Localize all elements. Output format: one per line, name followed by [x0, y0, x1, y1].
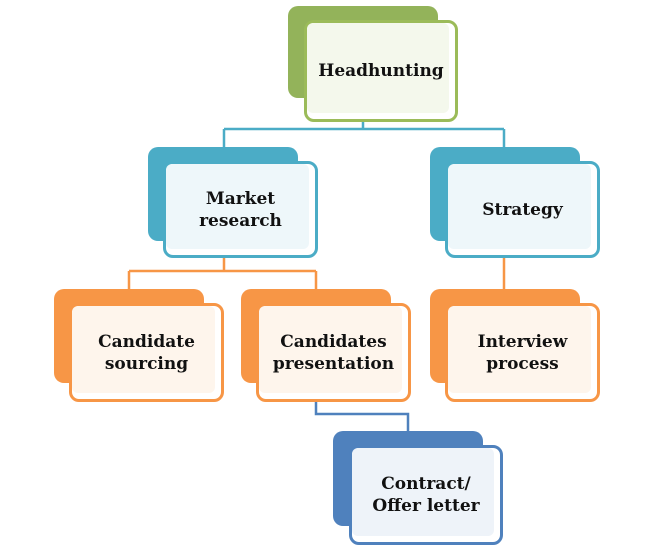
node-label-headhunting: Headhunting [318, 61, 444, 81]
node-label-strategy: Strategy [482, 199, 563, 220]
node-box: Contract/Offer letter [349, 445, 503, 545]
node-box: Headhunting [304, 20, 458, 122]
node-contract-offer-letter: Contract/Offer letter [333, 431, 503, 545]
node-label-contract-offer-letter: Contract/Offer letter [372, 474, 480, 516]
connector-market-to-children [127, 258, 318, 289]
node-box: Strategy [445, 161, 600, 258]
node-headhunting: Headhunting [288, 6, 458, 122]
connector-root-to-level1 [222, 116, 506, 147]
node-strategy: Strategy [430, 147, 600, 258]
connector-presentation-to-contract [314, 402, 410, 431]
